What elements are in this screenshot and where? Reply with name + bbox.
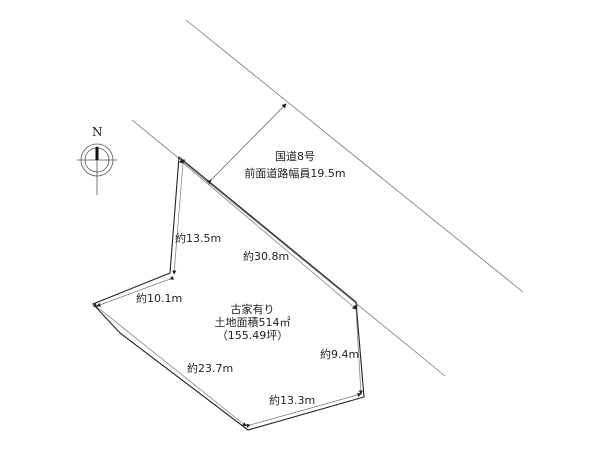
road-width-label: 前面道路幅員19.5m: [244, 167, 346, 180]
dimension-south-west: 約23.7m: [187, 362, 234, 375]
road-name: 国道8号: [275, 150, 315, 163]
dimension-west-notch: 約10.1m: [136, 292, 183, 305]
lot-area: 土地面積514㎡: [214, 316, 291, 329]
lot-info: 古家有り 土地面積514㎡ （155.49坪）: [195, 303, 310, 342]
compass-icon: [77, 143, 117, 195]
dimension-east: 約9.4m: [320, 348, 360, 361]
road-info: 国道8号 前面道路幅員19.5m: [240, 150, 350, 180]
dimension-road-side: 約30.8m: [243, 250, 290, 263]
lot-area-tsubo: （155.49坪）: [216, 329, 289, 342]
dimension-lines: [92, 159, 363, 428]
lot-boundary: [92, 155, 365, 431]
dimension-north-west: 約13.5m: [175, 232, 222, 245]
dimension-south-east: 約13.3m: [269, 394, 316, 407]
road-far-edge: [185, 19, 524, 293]
lot-note: 古家有り: [230, 303, 275, 316]
north-label: N: [92, 125, 103, 139]
